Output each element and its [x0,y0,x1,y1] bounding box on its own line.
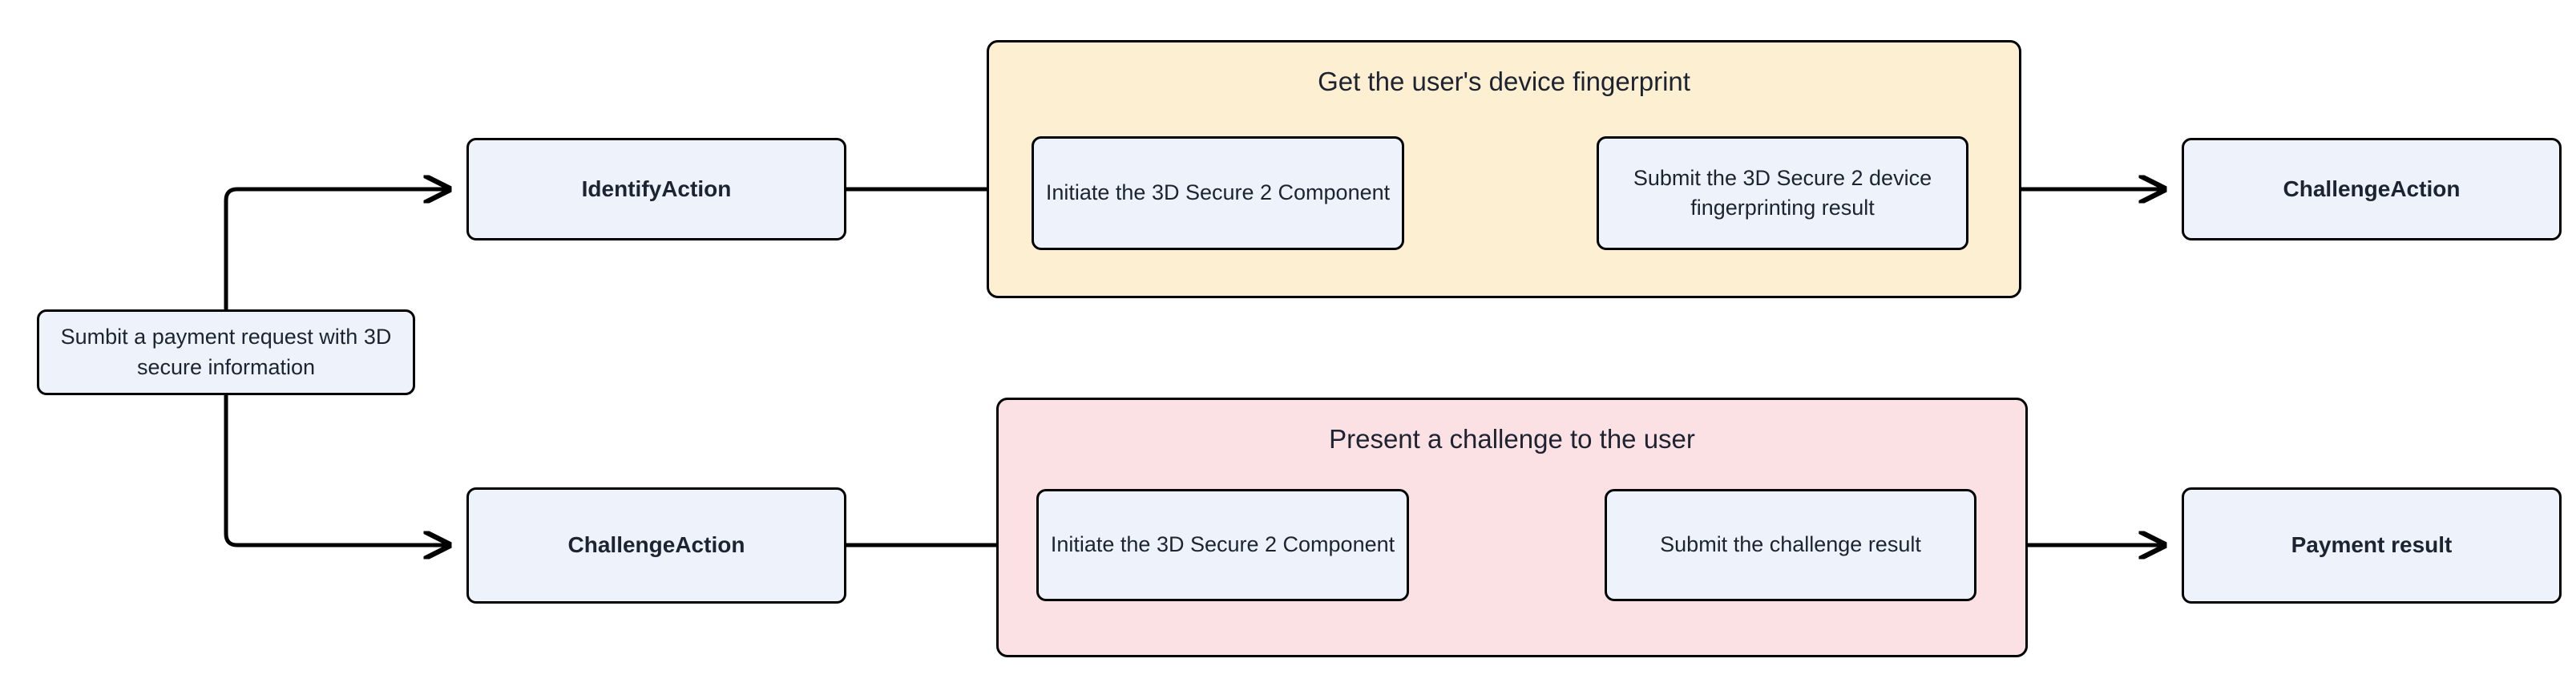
node-label: Submit the 3D Secure 2 device fingerprin… [1633,165,1932,220]
node-label: Sumbit a payment request with 3D secure … [60,325,392,379]
node-label: ChallengeAction [2283,176,2461,201]
node-payment-result[interactable]: Payment result [2182,487,2562,604]
node-submit-fingerprint-result[interactable]: Submit the 3D Secure 2 device fingerprin… [1597,136,1968,250]
edge-start-to-identify-action [224,189,449,309]
node-label: ChallengeAction [567,532,745,558]
node-submit-challenge-result[interactable]: Submit the challenge result [1605,489,1976,601]
node-start-payment-request[interactable]: Sumbit a payment request with 3D secure … [37,309,415,395]
node-label: Payment result [2291,532,2453,558]
node-label: IdentifyAction [581,176,732,201]
node-label: Initiate the 3D Secure 2 Component [1050,532,1395,557]
group-title-present-challenge: Present a challenge to the user [1329,424,1695,454]
node-challenge-action-result[interactable]: ChallengeAction [2182,138,2562,240]
node-initiate-3ds2-component-top[interactable]: Initiate the 3D Secure 2 Component [1032,136,1404,250]
node-identify-action[interactable]: IdentifyAction [466,138,846,240]
node-label: Initiate the 3D Secure 2 Component [1045,180,1391,205]
node-label: Submit the challenge result [1660,532,1921,557]
edge-start-to-challenge-action [224,394,449,545]
node-challenge-action[interactable]: ChallengeAction [466,487,846,604]
node-initiate-3ds2-component-bottom[interactable]: Initiate the 3D Secure 2 Component [1036,489,1409,601]
group-title-device-fingerprint: Get the user's device fingerprint [1318,67,1690,96]
